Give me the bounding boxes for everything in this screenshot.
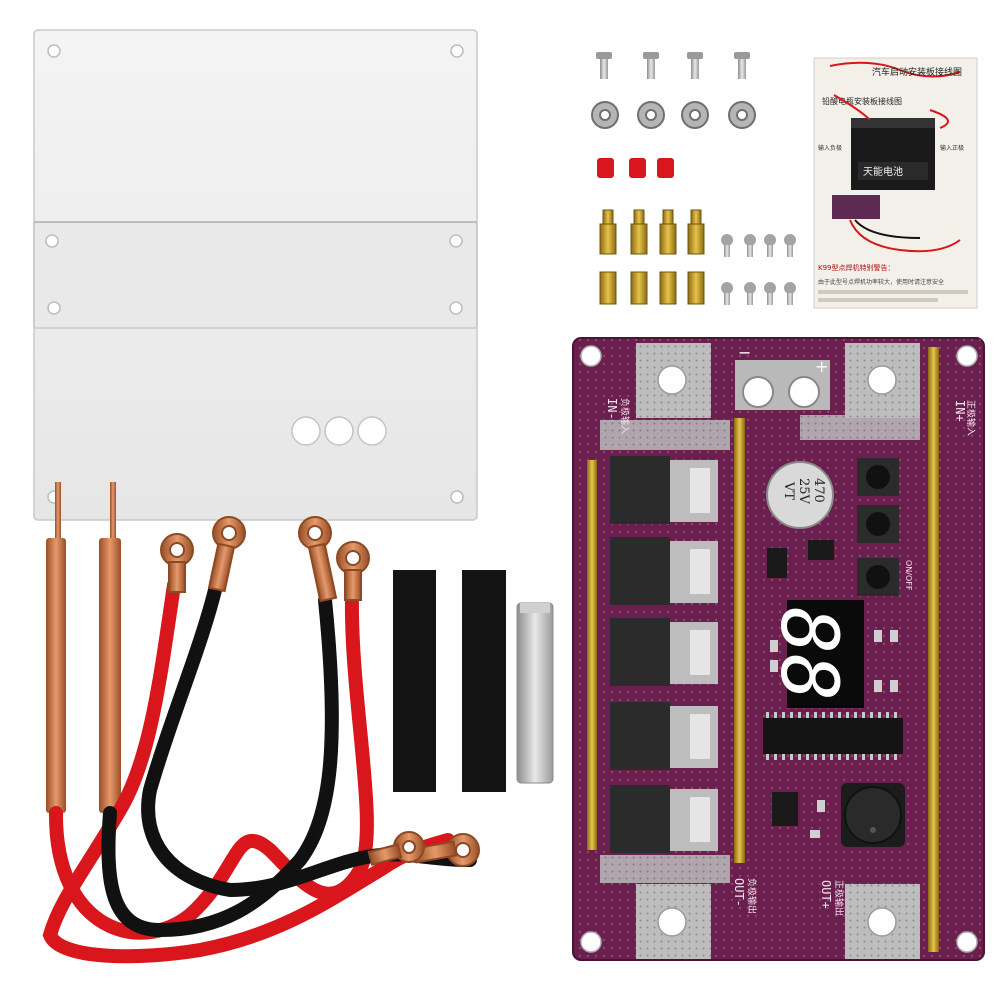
hardware-nuts — [591, 101, 756, 129]
buzzer — [841, 783, 905, 847]
mosfet-1 — [610, 456, 718, 524]
terminal-minus-sign: − — [738, 343, 751, 362]
electrolytic-capacitor: 470 25V VT — [766, 461, 834, 529]
mosfet-5 — [610, 785, 718, 853]
instruction-card: 汽车启动安装板接线图 铅酸电瓶安装板接线图 天能电池 输入负极 输入正极 K99… — [813, 57, 978, 309]
red-cable-2 — [42, 578, 455, 964]
gold-bus-bar-right — [928, 347, 939, 952]
heat-shrink-tubes — [393, 570, 506, 792]
gold-bus-bar-left — [587, 460, 597, 850]
battery-image: 天能电池 — [833, 94, 949, 190]
ring-lugs — [160, 516, 480, 867]
battery-brand-label: 天能电池 — [863, 165, 903, 178]
black-cable-1 — [101, 593, 339, 938]
out-plus-label: OUT+ — [819, 880, 833, 909]
out-minus-cn: 负极输出 — [746, 878, 758, 914]
terminal-plus-sign: + — [815, 357, 828, 376]
mosfet-3 — [610, 618, 718, 686]
mosfet-4 — [610, 702, 718, 770]
capacitor-label-3: VT — [781, 481, 796, 500]
seven-segment-display: 88 — [763, 600, 864, 708]
manual-side-label-b: 输入正极 — [940, 144, 964, 152]
onoff-label: ON/OFF — [904, 560, 913, 591]
brass-standoffs — [599, 209, 705, 305]
hardware-screws — [596, 52, 750, 79]
tactile-buttons — [857, 458, 899, 596]
manual-side-label-a: 输入负极 — [818, 144, 842, 152]
in-plus-cn: 正极输入 — [965, 400, 977, 436]
mosfet-array — [610, 456, 718, 853]
nickel-strip-roll — [516, 602, 554, 784]
button-cutout-holes — [291, 416, 387, 446]
heat-shrink-right — [462, 570, 506, 792]
copper-welding-pen-right — [99, 482, 121, 813]
out-minus-label: OUT- — [732, 878, 746, 907]
manual-note-text: 由于此型号点焊机功率较大，使用时请注意安全 — [818, 278, 944, 286]
copper-welding-pen-left — [46, 482, 66, 813]
pad-holes — [657, 365, 897, 937]
input-terminals: − + — [735, 343, 830, 410]
mounting-holes — [580, 345, 978, 953]
spot-welder-pcb: − + 470 25V VT ON/OFF — [572, 337, 985, 961]
cables-and-pens — [42, 482, 480, 964]
red-cable-1 — [48, 588, 374, 940]
manual-note-heading: K99型点焊机特别警告： — [818, 263, 895, 272]
acrylic-plate-front — [33, 221, 478, 329]
manual-sub-heading: 铅酸电瓶安装板接线图 — [822, 96, 902, 106]
small-screws — [721, 234, 796, 305]
in-plus-label: IN+ — [953, 400, 967, 422]
in-minus-cn: 负极输入 — [619, 398, 631, 434]
gold-bus-bar-mid — [734, 418, 745, 863]
display-digits: 88 — [763, 607, 853, 701]
mosfet-2 — [610, 537, 718, 605]
out-plus-cn: 正极输出 — [833, 880, 845, 916]
in-minus-label: IN- — [605, 398, 619, 420]
acrylic-cover-plates — [33, 29, 478, 521]
capacitor-label-1: 470 — [811, 478, 826, 503]
ic-chips — [763, 540, 903, 838]
heat-shrink-left — [393, 570, 436, 792]
capacitor-label-2: 25V — [796, 478, 811, 505]
manual-top-heading: 汽车启动安装板接线图 — [872, 66, 962, 78]
rubber-feet — [597, 158, 674, 178]
